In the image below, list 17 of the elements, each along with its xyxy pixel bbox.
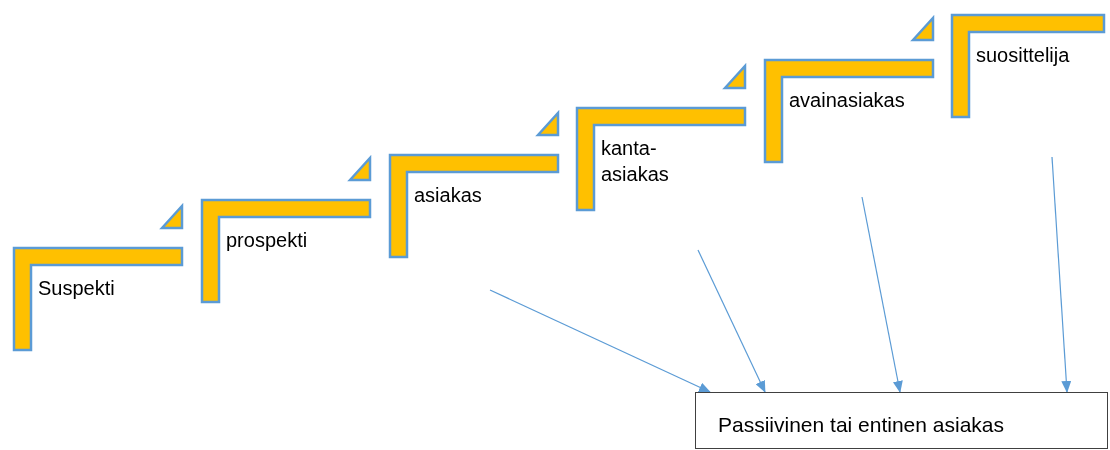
step-shape — [12, 203, 186, 353]
step-label: asiakas — [414, 183, 482, 208]
arrow — [697, 249, 766, 393]
step-label: avainasiakas — [789, 88, 905, 113]
arrow — [1051, 156, 1072, 393]
arrow — [489, 289, 711, 393]
step-shape — [388, 110, 562, 260]
arrow — [861, 196, 903, 393]
status-label: Passiivinen tai entinen asiakas — [718, 412, 1004, 438]
status-box — [695, 392, 1108, 449]
step-shape — [575, 63, 749, 213]
step-label: kanta-asiakas — [601, 136, 670, 187]
step-label: suosittelija — [976, 43, 1070, 68]
step-shape — [200, 155, 374, 305]
step-label: Suspekti — [38, 276, 115, 301]
step-shape — [763, 15, 937, 165]
step-label: prospekti — [226, 228, 308, 253]
